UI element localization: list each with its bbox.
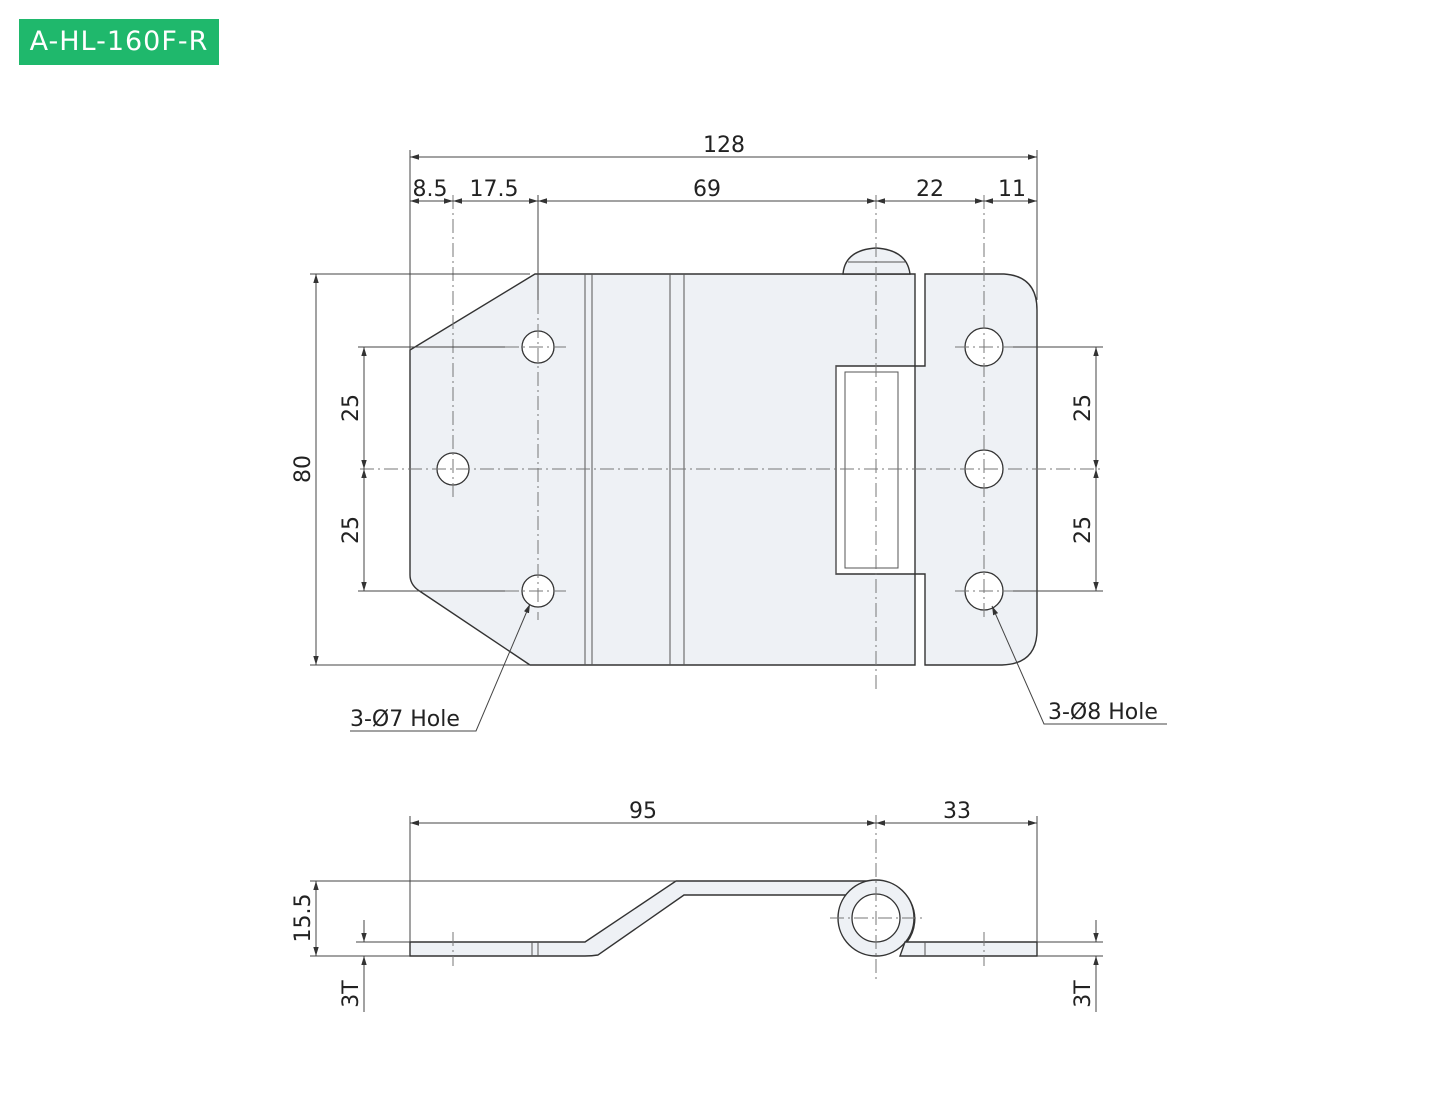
dim-left-thickness: 3T: [339, 980, 364, 1008]
left-hole-note: 3-Ø7 Hole: [350, 707, 460, 732]
product-code-badge: A-HL-160F-R: [19, 19, 219, 65]
side-profile-right: [899, 941, 1038, 957]
right-hole-note: 3-Ø8 Hole: [1048, 700, 1158, 725]
top-view: 128 8.5 17.5 69 22 11 80 25 25 25 25 3-Ø…: [291, 133, 1167, 732]
dim-left-length: 95: [629, 799, 657, 824]
dim-segment-2: 17.5: [470, 177, 519, 202]
dim-right-length: 33: [943, 799, 971, 824]
dim-segment-4: 22: [916, 177, 944, 202]
dim-side-height: 15.5: [291, 894, 316, 943]
dim-left-spacing-bottom: 25: [339, 516, 364, 544]
dim-right-spacing-top: 25: [1071, 394, 1096, 422]
dim-segment-1: 8.5: [413, 177, 448, 202]
dim-overall-height: 80: [291, 455, 316, 483]
dim-right-thickness: 3T: [1071, 980, 1096, 1008]
dim-right-spacing-bottom: 25: [1071, 516, 1096, 544]
dim-left-spacing-top: 25: [339, 394, 364, 422]
left-leaf: [409, 273, 916, 666]
dim-segment-5: 11: [998, 177, 1026, 202]
side-view: 95 33 15.5 3T 3T: [291, 799, 1103, 1012]
dim-overall-width: 128: [703, 133, 745, 158]
dim-segment-3: 69: [693, 177, 721, 202]
